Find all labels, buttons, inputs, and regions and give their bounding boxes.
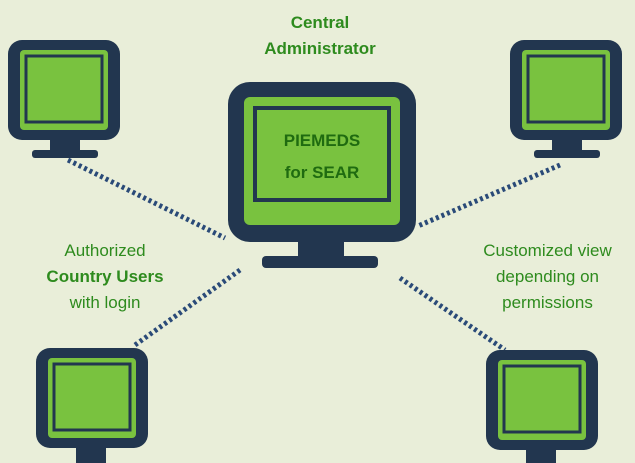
connector-top-right: [417, 162, 561, 229]
central-admin-label: Central Administrator: [240, 10, 400, 62]
monitor-bottom-left: [36, 348, 148, 463]
monitor-central: [228, 82, 416, 268]
screen-line2: for SEAR: [284, 163, 360, 182]
right-label-line1: Customized view: [483, 241, 612, 260]
monitor-top-left: [8, 40, 120, 158]
left-label-line1: Authorized: [64, 241, 146, 260]
right-label-line2: depending on: [495, 267, 600, 286]
screen-line1: PIEMEDS: [283, 131, 361, 150]
country-users-label: Authorized Country Users with login: [20, 238, 190, 316]
right-label-line3: permissions: [502, 293, 593, 312]
connector-top-left: [66, 157, 227, 241]
connectors: [66, 157, 561, 353]
central-title-line1: Central: [290, 13, 350, 32]
monitor-top-right: [510, 40, 622, 158]
monitor-bottom-right: [486, 350, 598, 463]
central-title-line2: Administrator: [264, 39, 376, 58]
customized-view-label: Customized view depending on permissions: [460, 238, 635, 316]
left-label-line2: Country Users: [46, 267, 164, 286]
left-label-line3: with login: [69, 293, 141, 312]
